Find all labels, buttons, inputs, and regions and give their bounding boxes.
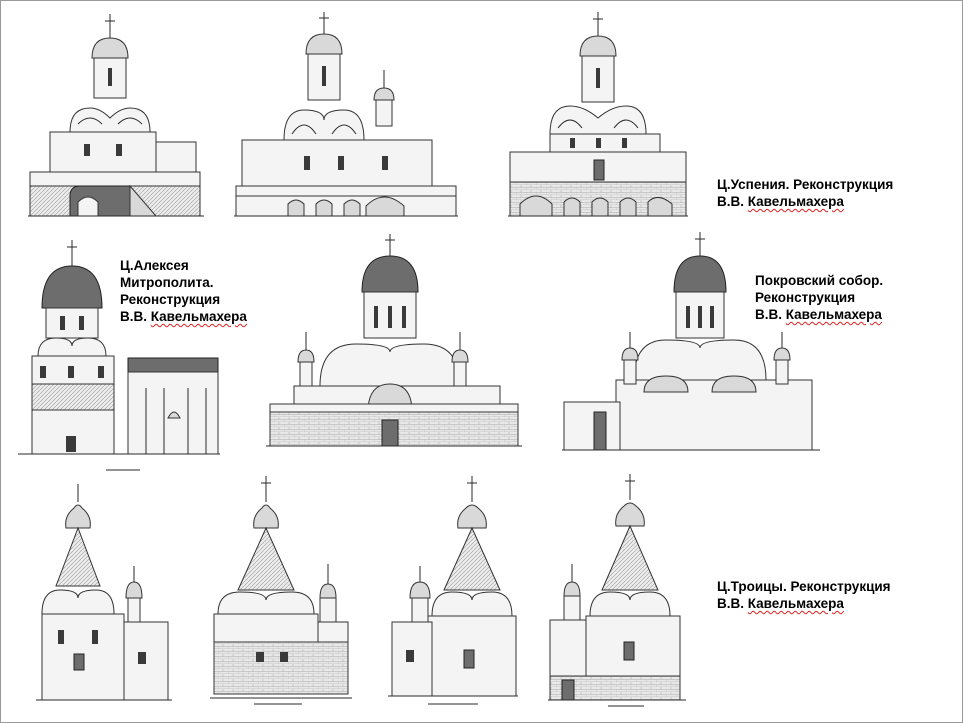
caption-uspeniya: Ц.Успения. Реконструкция В.В. Кавельмахе… bbox=[717, 176, 893, 210]
troitsy-elevation-1 bbox=[36, 484, 172, 701]
caption-pokrovsky-line2: Реконструкция bbox=[755, 290, 856, 305]
caption-pokrovsky-author: Кавельмахера bbox=[785, 307, 882, 322]
caption-pokrovsky: Покровский собор. Реконструкция В.В. Кав… bbox=[755, 272, 883, 323]
troitsy-elevation-3 bbox=[388, 476, 518, 705]
caption-uspeniya-author-prefix: В.В. bbox=[717, 194, 748, 209]
caption-pokrovsky-line1: Покровский собор. bbox=[755, 273, 884, 288]
caption-uspeniya-title: Ц.Успения. Реконструкция bbox=[717, 177, 894, 192]
caption-alekseya: Ц.Алексея Митрополита. Реконструкция В.В… bbox=[120, 257, 247, 325]
pokrovsky-elevation bbox=[562, 232, 820, 451]
caption-alekseya-line3: Реконструкция bbox=[120, 292, 221, 307]
caption-uspeniya-author: Кавельмахера bbox=[747, 194, 844, 209]
troitsy-elevation-4 bbox=[548, 474, 686, 707]
caption-alekseya-line1: Ц.Алексея bbox=[120, 258, 189, 273]
caption-alekseya-author: Кавельмахера bbox=[150, 309, 247, 324]
caption-alekseya-line2: Митрополита. bbox=[120, 275, 214, 290]
caption-troitsy-author: Кавельмахера bbox=[747, 596, 844, 611]
uspeniya-elevation-1 bbox=[28, 14, 204, 217]
uspeniya-elevation-3 bbox=[508, 12, 688, 217]
caption-troitsy-title: Ц.Троицы. Реконструкция bbox=[717, 579, 891, 594]
caption-pokrovsky-author-prefix: В.В. bbox=[755, 307, 786, 322]
caption-alekseya-author-prefix: В.В. bbox=[120, 309, 151, 324]
cathedral-elevation-center bbox=[266, 234, 522, 447]
caption-troitsy-author-prefix: В.В. bbox=[717, 596, 748, 611]
caption-troitsy: Ц.Троицы. Реконструкция В.В. Кавельмахер… bbox=[717, 578, 891, 612]
alekseya-elevation bbox=[18, 240, 220, 471]
troitsy-elevation-2 bbox=[210, 476, 352, 705]
uspeniya-elevation-2 bbox=[234, 12, 458, 217]
